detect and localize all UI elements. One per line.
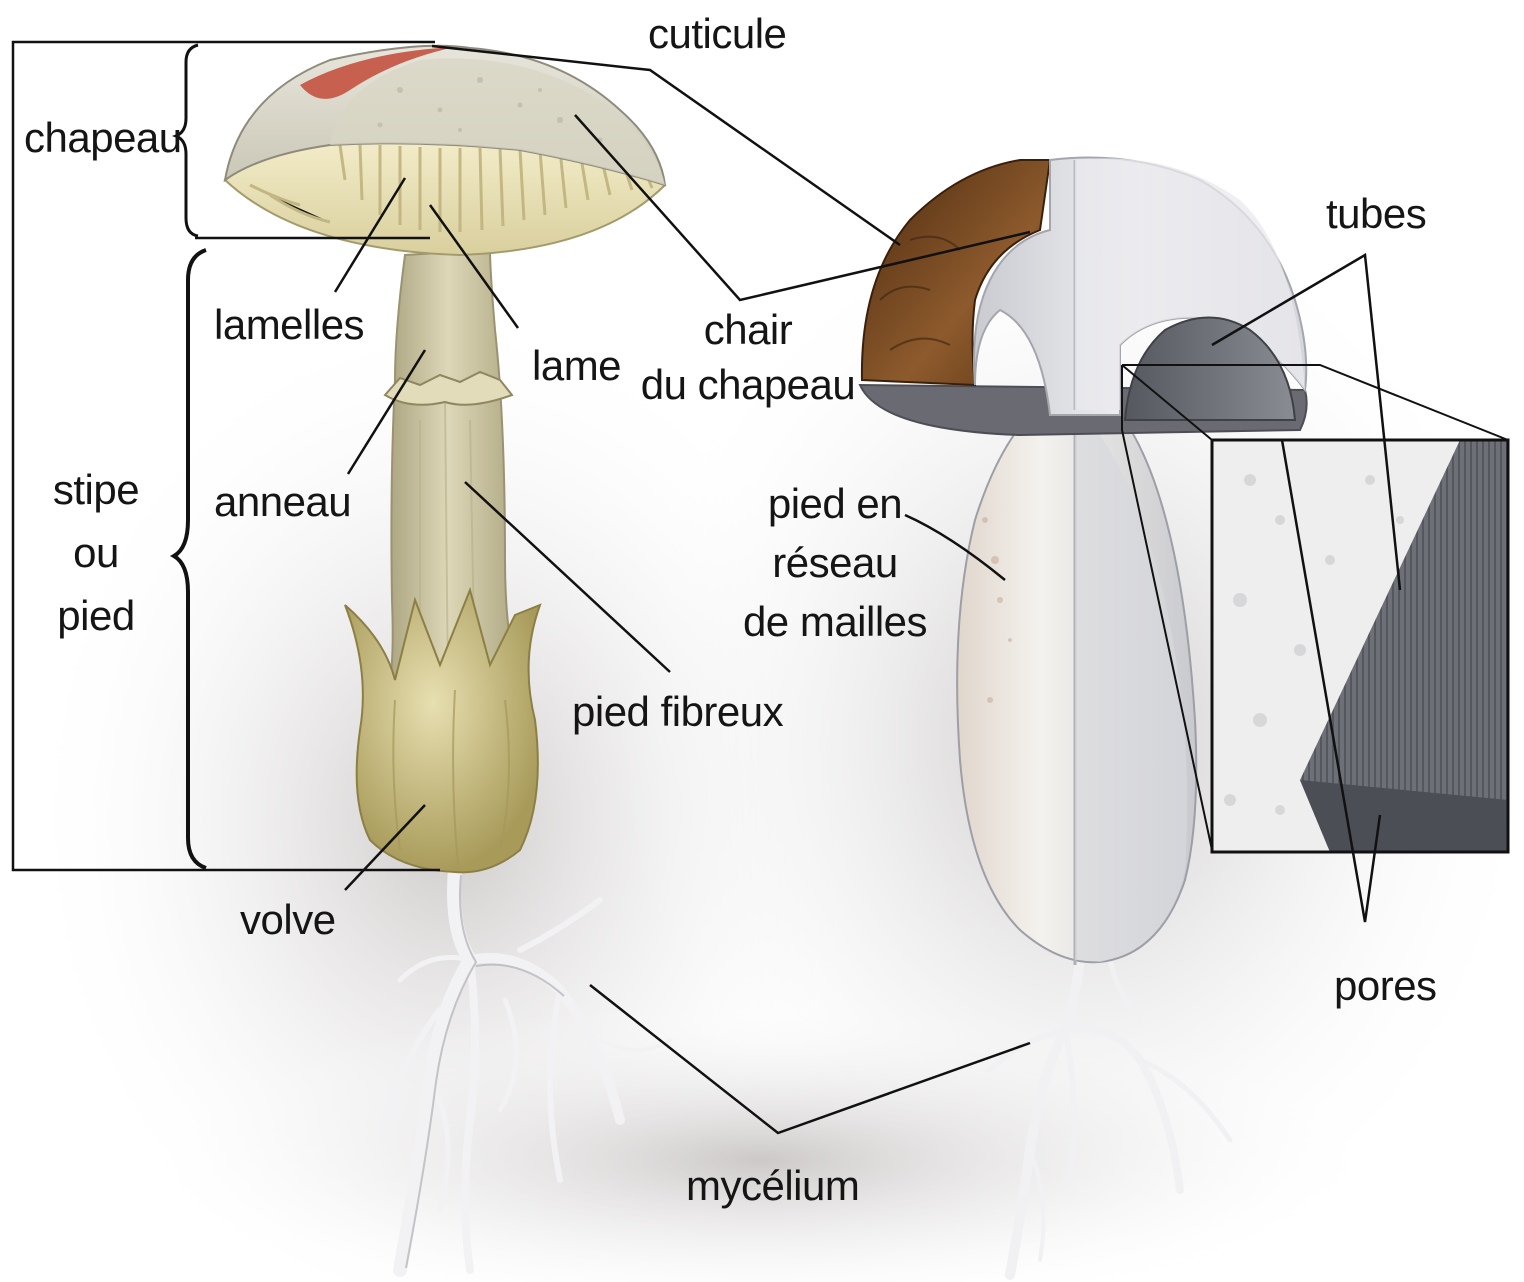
label-stipe-ou-pied: stipe ou pied [44, 458, 148, 647]
label-volve: volve [240, 888, 336, 951]
label-pied-en-reseau: pied en réseau de mailles [742, 472, 928, 653]
label-pores: pores [1334, 954, 1437, 1017]
label-cuticule: cuticule [648, 2, 786, 65]
label-reseau-line2: réseau [742, 531, 928, 594]
label-lamelles: lamelles [214, 293, 364, 356]
label-mycelium: mycélium [686, 1154, 859, 1217]
label-pied-fibreux: pied fibreux [572, 680, 783, 743]
label-chair-du-chapeau: chair du chapeau [640, 298, 856, 416]
label-stipe-line3: pied [44, 584, 148, 647]
label-reseau-line1: pied en [742, 472, 928, 535]
label-chair-line1: chair [640, 298, 856, 361]
label-reseau-line3: de mailles [742, 590, 928, 653]
label-anneau: anneau [214, 470, 351, 533]
label-stipe-line2: ou [44, 521, 148, 584]
label-lame: lame [532, 334, 621, 397]
label-chapeau: chapeau [24, 106, 182, 169]
label-stipe-line1: stipe [44, 458, 148, 521]
label-tubes: tubes [1326, 182, 1426, 245]
label-chair-line2: du chapeau [640, 353, 856, 416]
